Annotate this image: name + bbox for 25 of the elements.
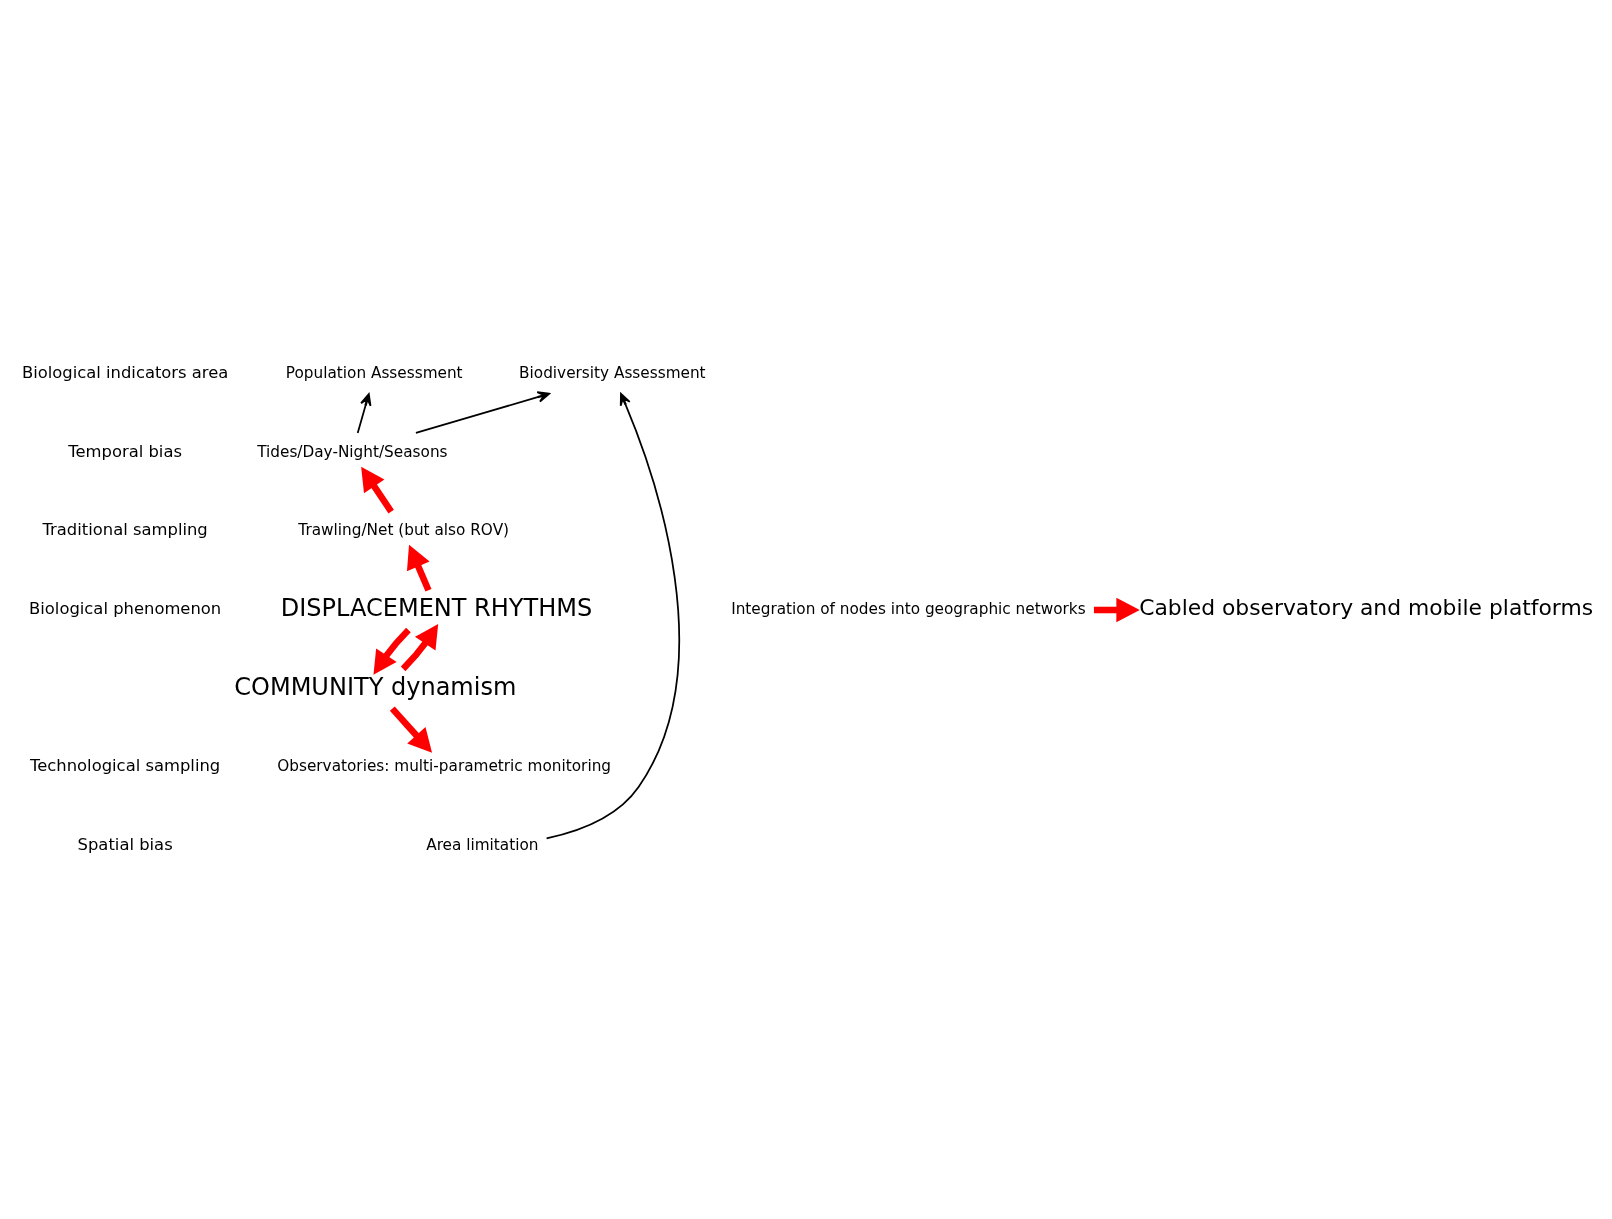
arrow: [415, 390, 550, 434]
arrow: [406, 544, 432, 592]
arrow: [545, 392, 680, 839]
node-text: Observatories: multi-parametric monitoring: [277, 756, 612, 775]
node-text: Integration of nodes into geographic networks: [731, 599, 1086, 618]
label: Technological sampling: [30, 755, 221, 775]
label: Temporal bias: [68, 441, 182, 461]
node-text: Trawling/Net (but also ROV): [298, 520, 510, 539]
label: Biological indicators area: [21, 362, 229, 382]
node-text: DISPLACEMENT RHYTHMS: [280, 593, 593, 622]
node-text: COMMUNITY dynamism: [234, 672, 517, 701]
arrow: [400, 623, 439, 671]
node-text: Area limitation: [426, 835, 539, 854]
arrow: [356, 392, 372, 434]
label: Biological phenomenon: [29, 598, 222, 618]
arrow: [373, 627, 411, 675]
node-text: Cabled observatory and mobile platforms: [1139, 594, 1594, 620]
arrow: [1093, 597, 1140, 622]
label: Traditional sampling: [42, 519, 208, 539]
node-text: Population Assessment: [285, 363, 463, 382]
node-text: Biodiversity Assessment: [519, 363, 706, 382]
label: Spatial bias: [77, 834, 173, 854]
arrow: [389, 705, 433, 753]
node-text: Tides/Day-Night/Seasons: [257, 442, 448, 461]
arrow: [361, 466, 394, 513]
